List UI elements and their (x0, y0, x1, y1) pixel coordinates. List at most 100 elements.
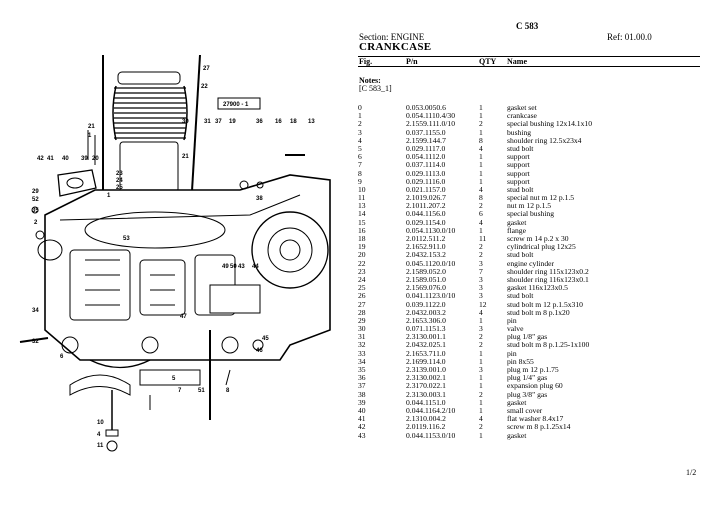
svg-text:4: 4 (97, 432, 101, 438)
part-quantity: 1 (479, 381, 483, 391)
part-number: 2.3170.022.1 (406, 381, 446, 391)
part-quantity: 1 (479, 405, 483, 415)
part-fig-number: 36 (358, 373, 366, 383)
part-fig-number: 42 (358, 422, 366, 432)
part-quantity: 4 (479, 143, 483, 153)
svg-text:44: 44 (252, 264, 259, 270)
svg-text:42: 42 (37, 156, 44, 162)
part-name: support (507, 168, 530, 178)
part-name: stud bolt (507, 291, 534, 301)
part-name: special bushing 12x14.1x10 (507, 119, 592, 129)
part-number: 2.0432.153.2 (406, 250, 446, 260)
part-number: 0.044.1153.0/10 (406, 430, 456, 440)
part-fig-number: 40 (358, 405, 366, 415)
part-quantity: 1 (479, 168, 483, 178)
svg-text:18: 18 (290, 119, 297, 125)
part-fig-number: 33 (358, 348, 366, 358)
svg-text:13: 13 (308, 119, 315, 125)
part-quantity: 3 (479, 365, 483, 374)
svg-text:5: 5 (172, 376, 176, 382)
svg-text:1: 1 (88, 133, 92, 139)
part-fig-number: 32 (358, 340, 366, 350)
part-fig-number: 34 (358, 356, 366, 366)
part-number: 2.1599.144.7 (406, 135, 446, 145)
part-fig-number: 8 (358, 168, 362, 178)
part-name: special nut m 12 p.1.5 (507, 193, 575, 203)
part-quantity: 2 (479, 422, 483, 432)
part-name: stud bolt (507, 250, 534, 260)
part-number: 2.1589.051.0 (406, 274, 446, 284)
part-fig-number: 7 (358, 160, 362, 170)
part-name: expansion plug 60 (507, 381, 563, 391)
part-quantity: 1 (479, 160, 483, 170)
part-name: crankcase (507, 111, 537, 121)
svg-text:46: 46 (256, 348, 263, 354)
part-fig-number: 31 (358, 332, 366, 342)
part-number: 0.053.0050.6 (406, 103, 446, 112)
column-header-qty: QTY (479, 57, 497, 66)
svg-text:7: 7 (178, 388, 182, 394)
part-quantity: 2 (479, 250, 483, 260)
part-number: 2.0112.511.2 (406, 234, 446, 243)
part-number: 0.037.1155.0 (406, 127, 446, 137)
part-quantity: 3 (479, 274, 483, 284)
part-name: bushing (507, 127, 532, 137)
part-quantity: 12 (479, 299, 487, 309)
part-quantity: 8 (479, 193, 483, 203)
part-name: screw m 8 p.1.25x14 (507, 422, 571, 432)
part-name: support (507, 152, 530, 162)
part-number: 2.1699.114.0 (406, 356, 446, 366)
part-quantity: 1 (479, 356, 483, 366)
part-name: shoulder ring 115x123x0.2 (507, 266, 589, 276)
svg-text:21: 21 (88, 124, 95, 130)
part-number: 2.0119.116.2 (406, 422, 446, 432)
part-quantity: 1 (479, 430, 483, 440)
svg-text:24: 24 (116, 178, 123, 184)
svg-text:49: 49 (222, 264, 229, 270)
part-quantity: 2 (479, 119, 483, 129)
part-quantity: 4 (479, 184, 483, 194)
svg-text:19: 19 (229, 119, 236, 125)
part-number: 2.0432.003.2 (406, 307, 446, 317)
part-fig-number: 41 (358, 414, 366, 424)
part-quantity: 1 (479, 103, 483, 112)
svg-text:45: 45 (262, 336, 269, 342)
part-number: 2.3130.002.1 (406, 373, 446, 383)
part-name: plug 1/4" gas (507, 373, 548, 383)
svg-text:34: 34 (32, 308, 39, 314)
part-number: 0.054.1112.0 (406, 152, 446, 162)
svg-text:50: 50 (230, 264, 237, 270)
svg-text:37: 37 (215, 119, 222, 125)
header-bottom-rule (358, 66, 700, 67)
svg-text:47: 47 (180, 314, 187, 320)
part-fig-number: 9 (358, 176, 362, 186)
part-quantity: 2 (479, 340, 483, 350)
part-name: pin (507, 348, 517, 358)
svg-text:41: 41 (47, 156, 54, 162)
part-name: stud bolt (507, 184, 534, 194)
svg-text:35: 35 (32, 208, 39, 214)
part-name: engine cylinder (507, 258, 555, 268)
svg-text:2: 2 (34, 220, 38, 226)
part-name: gasket (507, 217, 527, 227)
part-quantity: 3 (479, 291, 483, 301)
svg-text:11: 11 (97, 443, 104, 449)
part-name: flange (507, 225, 526, 235)
